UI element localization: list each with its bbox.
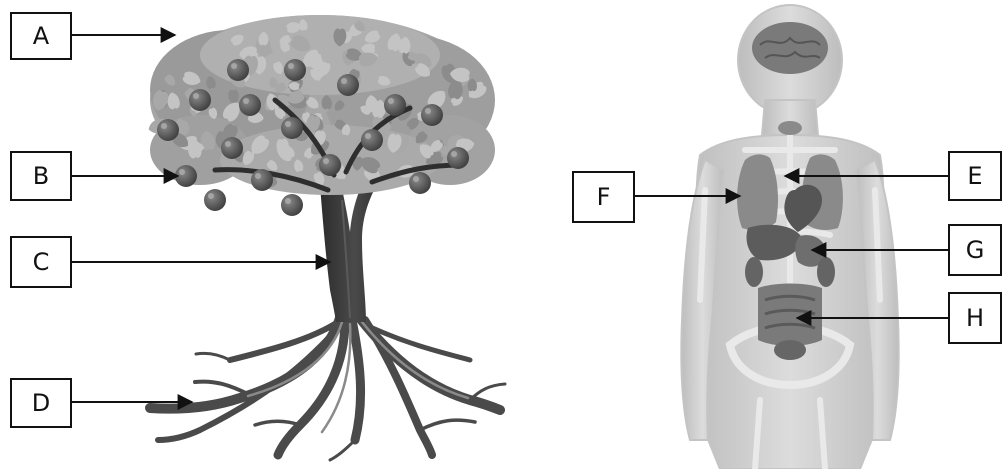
kidney-left [745,257,763,287]
apple-highlight [193,93,199,99]
label-letter: B [33,164,49,188]
label-letter: C [33,250,50,274]
apple [361,129,383,151]
thyroid [778,121,802,135]
apple [227,59,249,81]
apple [281,117,303,139]
apple [251,169,273,191]
label-letter: E [967,164,982,188]
apple-highlight [161,123,167,129]
human-anatomy-illustration [681,5,898,469]
apple-highlight [365,133,371,139]
apple [409,172,431,194]
label-box-a: A [10,12,72,60]
apple [337,74,359,96]
label-box-c: C [10,236,72,288]
apple-highlight [451,151,457,157]
apple [319,154,341,176]
intestines [758,284,822,347]
apple-highlight [225,141,231,147]
apple-highlight [288,63,294,69]
label-box-f: F [572,171,635,223]
apple [221,137,243,159]
apple-highlight [285,198,291,204]
label-box-b: B [10,151,72,201]
apple [281,194,303,216]
apple-tree-illustration [147,15,505,460]
apple [175,165,197,187]
label-box-g: G [948,224,1002,276]
tree-roots [150,318,505,460]
apple-highlight [231,63,237,69]
label-letter: A [33,24,49,48]
brain [752,22,828,74]
apple [157,119,179,141]
bladder [774,340,806,360]
apple [447,147,469,169]
label-letter: F [597,185,611,209]
apple [239,94,261,116]
apple-highlight [285,121,291,127]
apple [384,94,406,116]
apple-highlight [388,98,394,104]
apple-highlight [323,158,329,164]
apple-highlight [208,193,214,199]
apple [189,89,211,111]
apple-highlight [413,176,419,182]
apple-highlight [341,78,347,84]
label-letter: H [966,306,984,330]
apple [284,59,306,81]
label-box-h: H [948,292,1002,344]
label-letter: G [966,238,985,262]
label-letter: D [32,391,50,415]
apple-highlight [425,108,431,114]
label-box-d: D [10,378,72,428]
kidney-right [817,257,835,287]
apple [421,104,443,126]
apple-highlight [179,169,185,175]
label-box-e: E [948,151,1002,201]
apple-highlight [255,173,261,179]
apple [204,189,226,211]
apple-highlight [243,98,249,104]
